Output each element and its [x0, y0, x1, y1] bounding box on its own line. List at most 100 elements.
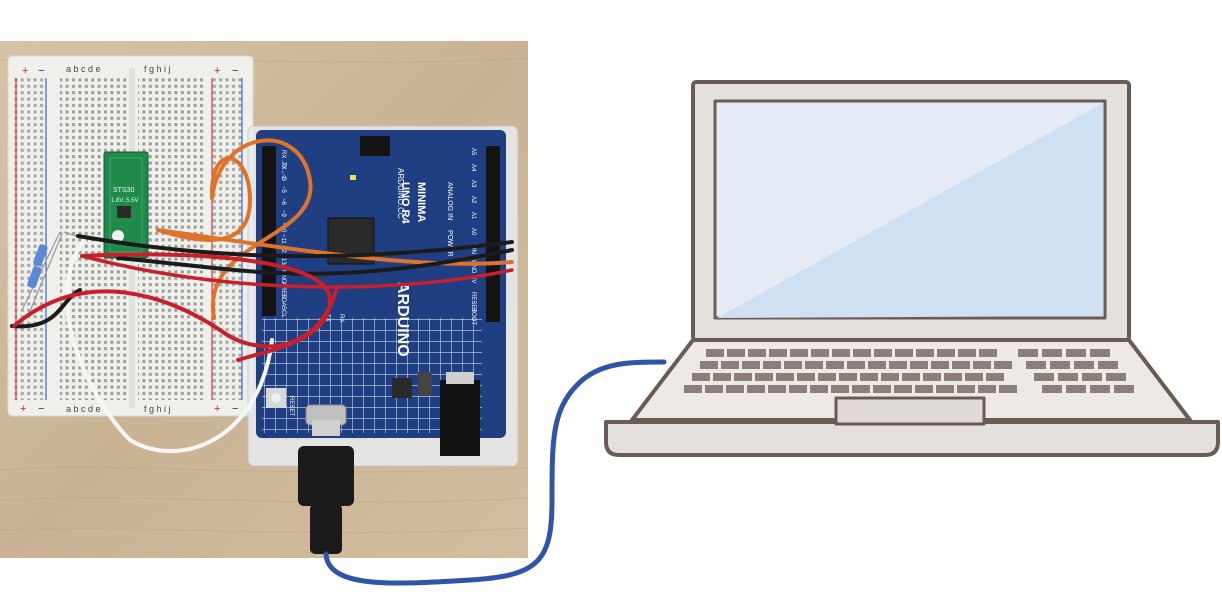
usb-cable — [323, 359, 667, 586]
rail-plus-right-bottom: + — [214, 403, 220, 415]
key — [881, 373, 899, 381]
numpad-key — [1106, 373, 1126, 381]
key — [790, 349, 808, 357]
key — [763, 361, 781, 369]
breadboard-columns-left-top: a b c d e — [66, 64, 101, 74]
key — [999, 385, 1017, 393]
analog-in-label: ANALOG IN — [446, 182, 453, 220]
key — [874, 349, 892, 357]
numpad-key — [1114, 385, 1134, 393]
key — [797, 373, 815, 381]
key — [769, 349, 787, 357]
pin-label: 12 — [280, 246, 286, 253]
pin-label: ~6 — [280, 198, 286, 206]
numpad-key — [1090, 385, 1110, 393]
arduino-model-2: MINIMA — [415, 182, 427, 222]
numpad-key — [1098, 361, 1118, 369]
key — [944, 373, 962, 381]
rail-minus-left-bottom: − — [38, 403, 44, 415]
key — [784, 361, 802, 369]
wire-orange-2 — [210, 138, 313, 320]
key — [713, 373, 731, 381]
rail-minus-right-bottom: − — [232, 403, 238, 415]
key — [873, 385, 891, 393]
laptop — [604, 80, 1220, 457]
key — [923, 373, 941, 381]
key — [965, 373, 983, 381]
rail-minus-right: − — [232, 65, 238, 77]
arduino-logo-text: ARDUINO — [394, 282, 411, 357]
key — [721, 361, 739, 369]
numpad-key — [1066, 385, 1086, 393]
photo: a b c d e f g h i j a b c d e f g h i j … — [0, 41, 529, 558]
key — [958, 349, 976, 357]
pin-label: A5 — [470, 148, 476, 156]
pin-label: A1 — [470, 212, 476, 220]
key — [700, 361, 718, 369]
usb-plug — [298, 420, 354, 554]
key — [789, 385, 807, 393]
laptop-base — [604, 420, 1220, 457]
numpad-key — [1026, 361, 1046, 369]
wire-black-1 — [76, 234, 514, 259]
key — [747, 385, 765, 393]
key — [994, 361, 1012, 369]
key — [902, 373, 920, 381]
key — [692, 373, 710, 381]
breadboard-columns-right-top: f g h i j — [144, 64, 171, 74]
rail-minus-left: − — [38, 65, 44, 77]
pin-label: BOOT — [470, 308, 476, 325]
screen-glare — [717, 103, 1103, 318]
rail-plus-left: + — [22, 65, 28, 77]
numpad-key — [1042, 349, 1062, 357]
numpad-key — [1042, 385, 1062, 393]
pin-label: ~5 — [280, 186, 286, 194]
reset-label: RESET — [288, 396, 294, 416]
key — [776, 373, 794, 381]
key — [727, 349, 745, 357]
wire-red-3 — [80, 254, 514, 289]
rail-plus-left-bottom: + — [20, 403, 26, 415]
key — [979, 349, 997, 357]
key — [986, 373, 1004, 381]
wire-red-2 — [12, 288, 338, 349]
key — [706, 349, 724, 357]
key — [931, 361, 949, 369]
pin-label: RX→0 — [280, 150, 286, 168]
key — [684, 385, 702, 393]
key — [910, 361, 928, 369]
wire-white — [65, 238, 274, 454]
key — [726, 385, 744, 393]
key — [847, 361, 865, 369]
numpad-key — [1034, 373, 1054, 381]
pin-label: ~9 — [280, 210, 286, 218]
pin-label: GND — [280, 270, 286, 284]
numpad-key — [1082, 373, 1102, 381]
key — [811, 349, 829, 357]
pin-label: SCL — [280, 306, 286, 318]
key — [734, 373, 752, 381]
sensor-label-2: 1.8V..5.5V — [111, 198, 138, 204]
rx-label: RX — [338, 314, 344, 322]
rail-plus-right: + — [214, 65, 220, 77]
key — [916, 349, 934, 357]
wire-orange-1 — [156, 156, 253, 242]
sensor-module: STS30 1.8V..5.5V — [103, 151, 149, 259]
pin-label: VIN — [470, 244, 476, 254]
wires — [10, 138, 514, 454]
key — [831, 385, 849, 393]
key — [839, 373, 857, 381]
key — [826, 361, 844, 369]
key — [832, 349, 850, 357]
key — [818, 373, 836, 381]
pin-label: 5V — [470, 276, 476, 283]
key — [860, 373, 878, 381]
key — [937, 349, 955, 357]
pin-label: A2 — [470, 196, 476, 204]
keyboard — [684, 349, 1134, 393]
pin-label: TX←1 — [280, 162, 286, 180]
key — [973, 361, 991, 369]
pin-label: A3 — [470, 180, 476, 188]
